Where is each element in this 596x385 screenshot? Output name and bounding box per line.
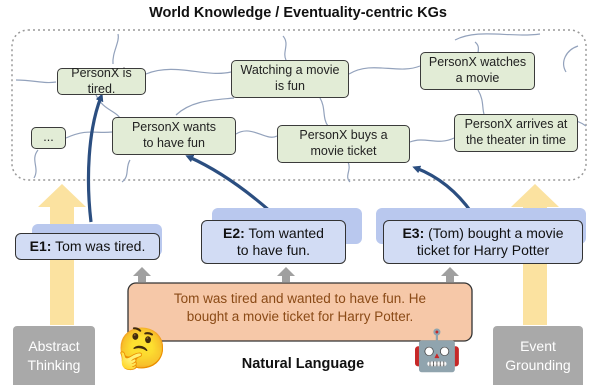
kg-node-arrives-label: PersonX arrives at the theater in time — [464, 117, 568, 147]
gray-up-arrows — [133, 267, 459, 282]
sentence-text: Tom was tired and wanted to have fun. He… — [173, 291, 427, 325]
kg-node-watching: Watching a movie is fun — [231, 60, 349, 98]
event-e2-text: E2: Tom wanted to have fun. — [223, 225, 324, 260]
kg-node-tired-label: PersonX is tired. — [71, 65, 132, 96]
kg-node-wants-fun: PersonX wants to have fun — [112, 117, 236, 155]
event-grounding-box: Event Grounding — [493, 326, 583, 385]
kg-node-ellipsis-label: ... — [43, 130, 54, 145]
abstract-thinking-box: Abstract Thinking — [13, 326, 95, 385]
event-grounding-label: Event Grounding — [505, 338, 571, 373]
sentence-box — [127, 282, 473, 342]
gray-arrow-e3 — [441, 267, 459, 282]
event-e3-text: E3: (Tom) bought a movie ticket for Harr… — [402, 225, 563, 260]
arrow-e1-to-tired — [86, 93, 104, 223]
gray-arrow-e2 — [277, 267, 295, 282]
event-e3: E3: (Tom) bought a movie ticket for Harr… — [383, 220, 583, 264]
event-e3-label: E3: — [402, 224, 425, 241]
kg-node-watching-label: Watching a movie is fun — [240, 63, 340, 93]
kg-node-watches-label: PersonX watches a movie — [428, 55, 527, 85]
kg-node-tired: PersonX is tired. — [57, 65, 146, 96]
event-e1: E1: Tom was tired. — [15, 233, 160, 260]
event-e1-body: Tom was tired. — [55, 237, 146, 254]
natural-language-label: Natural Language — [241, 356, 365, 372]
event-e2: E2: Tom wanted to have fun. — [201, 220, 346, 264]
gray-arrow-e1 — [133, 267, 151, 282]
event-e1-label: E1: — [29, 237, 52, 254]
thinking-face-icon: 🤔 — [117, 327, 167, 371]
kg-node-buys-ticket-label: PersonX buys a movie ticket — [299, 128, 388, 158]
kg-node-watches: PersonX watches a movie — [420, 52, 535, 90]
abstract-thinking-label: Abstract Thinking — [27, 338, 81, 373]
kg-node-buys-ticket: PersonX buys a movie ticket — [277, 125, 410, 163]
event-e3-body: (Tom) bought a movie ticket for Harry Po… — [416, 224, 564, 259]
arrow-e3-to-buys-ticket — [412, 165, 474, 214]
event-e1-text: E1: Tom was tired. — [30, 238, 146, 256]
kg-node-ellipsis: ... — [31, 127, 66, 149]
kg-container — [11, 29, 587, 181]
robot-icon: 🤖 — [412, 329, 462, 373]
kg-node-arrives: PersonX arrives at the theater in time — [454, 114, 578, 152]
kg-node-wants-fun-label: PersonX wants to have fun — [131, 120, 217, 150]
arrow-e2-to-wants-fun — [185, 154, 273, 214]
event-e2-body: Tom wanted to have fun. — [236, 224, 324, 259]
diagram-title: World Knowledge / Eventuality-centric KG… — [149, 5, 447, 21]
event-e2-label: E2: — [223, 224, 245, 241]
